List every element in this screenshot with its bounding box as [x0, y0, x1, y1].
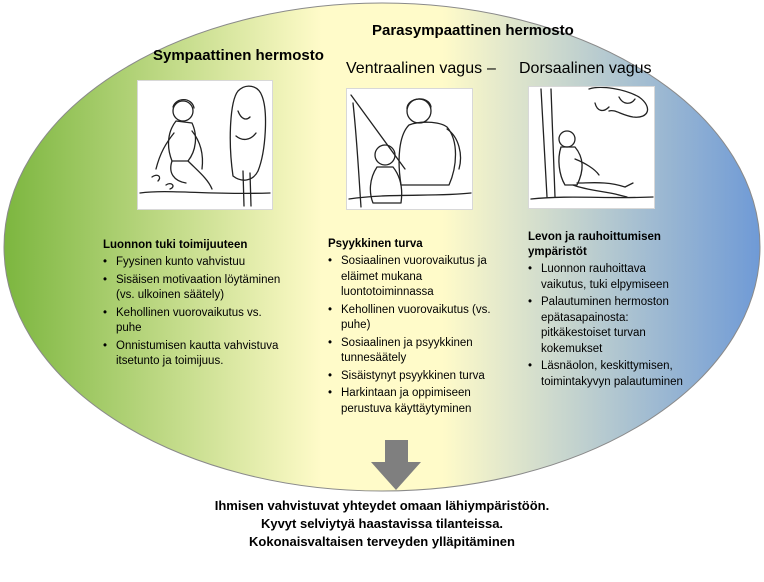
bullet-list: Luonnon rauhoittava vaikutus, tuki elpym…	[528, 262, 688, 390]
ventral-vagus-title: Ventraalinen vagus	[346, 60, 483, 77]
title-dash: –	[487, 60, 496, 77]
bullet-list: Fyysinen kunto vahvistuu Sisäisen motiva…	[103, 255, 303, 370]
column-heading: Luonnon tuki toimijuuteen	[103, 239, 248, 251]
list-item: Sosiaalinen ja psyykkinen tunnesäätely	[328, 336, 501, 367]
outcome-line: Kyvyt selviytyä haastavissa tilanteissa.	[260, 516, 504, 531]
list-item: Sosiaalinen vuorovaikutus ja eläimet muk…	[328, 254, 501, 301]
gardening-person-illustration	[137, 80, 273, 210]
outcome-line: Ihmisen vahvistuvat yhteydet omaan lähiy…	[214, 498, 550, 513]
list-item: Fyysinen kunto vahvistuu	[103, 255, 281, 271]
column-sympathetic: Luonnon tuki toimijuuteen Fyysinen kunto…	[103, 238, 303, 370]
list-item: Läsnäolon, keskittymisen, toimintakyvyn …	[528, 359, 691, 390]
list-item: Harkintaan ja oppimiseen perustuva käytt…	[328, 386, 513, 417]
column-heading: Levon ja rauhoittumisen ympäristöt	[528, 231, 661, 258]
column-ventral-vagus: Psyykkinen turva Sosiaalinen vuorovaikut…	[328, 237, 513, 417]
sympathetic-title: Sympaattinen hermosto	[153, 47, 324, 64]
list-item: Sisäisen motivaation löytäminen (vs. ulk…	[103, 273, 281, 304]
list-item: Kehollinen vuorovaikutus vs. puhe	[103, 306, 281, 337]
dorsal-vagus-title: Dorsaalinen vagus	[519, 60, 652, 77]
outcome-line: Kokonaisvaltaisen terveyden ylläpitämine…	[249, 534, 515, 549]
column-dorsal-vagus: Levon ja rauhoittumisen ympäristöt Luonn…	[528, 230, 688, 390]
bullet-list: Sosiaalinen vuorovaikutus ja eläimet muk…	[328, 254, 513, 417]
list-item: Palautuminen hermoston epätasapainosta: …	[528, 295, 691, 357]
down-arrow	[371, 440, 421, 490]
outcome-text: Ihmisen vahvistuvat yhteydet omaan lähiy…	[0, 497, 764, 551]
list-item: Onnistumisen kautta vahvistuva itsetunto…	[103, 339, 281, 370]
parasympathetic-title: Parasympaattinen hermosto	[372, 22, 574, 39]
column-heading: Psyykkinen turva	[328, 238, 423, 250]
list-item: Luonnon rauhoittava vaikutus, tuki elpym…	[528, 262, 691, 293]
fishing-adult-child-illustration	[346, 88, 473, 210]
resting-person-illustration	[528, 86, 655, 209]
list-item: Kehollinen vuorovaikutus (vs. puhe)	[328, 303, 501, 334]
list-item: Sisäistynyt psyykkinen turva	[328, 369, 501, 385]
